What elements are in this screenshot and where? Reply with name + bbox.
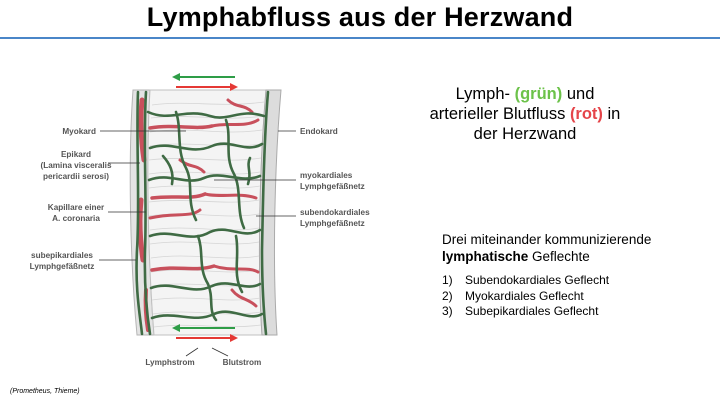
caption-blood: arterieller Blutfluss xyxy=(429,105,570,123)
list-item-label: Subepikardiales Geflecht xyxy=(465,304,599,318)
list-item-number: 3) xyxy=(442,304,453,318)
caption-herzwand: der Herzwand xyxy=(473,125,577,143)
top-flow-arrows xyxy=(172,73,238,91)
list-item: 3) Subepikardiales Geflecht xyxy=(442,304,712,320)
heart-wall-diagram: Myokard Epikard (Lamina visceralis peric… xyxy=(30,73,370,367)
bottom-flow-arrows xyxy=(172,324,238,342)
label-subepikardiales-1: subepikardiales xyxy=(31,251,93,260)
title-divider xyxy=(0,37,720,39)
caption-in: in xyxy=(602,105,621,123)
slide-title: Lymphabfluss aus der Herzwand xyxy=(146,2,574,32)
list-item-label: Subendokardiales Geflecht xyxy=(465,273,610,287)
caption-and: und xyxy=(562,85,595,103)
source-credit: (Prometheus, Thieme) xyxy=(10,388,80,395)
leader-lines xyxy=(99,130,296,357)
label-epikard-detail-1: (Lamina visceralis xyxy=(41,161,112,170)
plexus-heading-bold: lymphatische xyxy=(442,249,529,264)
label-subendokardiales-2: Lymphgefäßnetz xyxy=(300,219,365,228)
plexus-heading: Drei miteinander kommunizierende lymphat… xyxy=(442,231,712,265)
list-item-label: Myokardiales Geflecht xyxy=(465,288,584,303)
label-kapillare-1: Kapillare einer xyxy=(48,203,105,212)
plexus-list: 1) Subendokardiales Geflecht 2) Myokardial… xyxy=(442,273,712,320)
myocard-striations xyxy=(148,101,265,328)
label-subepikardiales-2: Lymphgefäßnetz xyxy=(30,262,95,271)
label-subendokardiales-1: subendokardiales xyxy=(300,208,370,217)
label-lymphstrom: Lymphstrom xyxy=(145,358,194,367)
list-item-number: 2) xyxy=(442,288,453,303)
label-myokardiales-2: Lymphgefäßnetz xyxy=(300,182,365,191)
label-endokard: Endokard xyxy=(300,127,338,136)
label-blutstrom: Blutstrom xyxy=(223,358,262,367)
flow-caption: Lymph- (grün) und arterieller Blutfluss … xyxy=(405,84,645,144)
caption-lymph: Lymph- xyxy=(455,85,515,103)
list-item-number: 1) xyxy=(442,273,453,287)
label-myokardiales-1: myokardiales xyxy=(300,171,353,180)
plexus-heading-rest: Geflechte xyxy=(528,249,590,264)
plexus-heading-line1: Drei miteinander kommunizierende xyxy=(442,232,652,247)
label-kapillare-2: A. coronaria xyxy=(52,214,100,223)
blood-vessels xyxy=(137,97,260,332)
list-item: 2) Myokardiales Geflecht xyxy=(442,289,712,305)
list-item: 1) Subendokardiales Geflecht xyxy=(442,273,712,289)
lymph-vessels xyxy=(135,90,270,336)
caption-green-tag: (grün) xyxy=(514,85,563,103)
label-epikard: Epikard xyxy=(61,150,91,159)
label-epikard-detail-2: pericardii serosi) xyxy=(43,172,109,181)
label-myokard: Myokard xyxy=(62,127,96,136)
plexus-block: Drei miteinander kommunizierende lymphat… xyxy=(442,231,712,320)
caption-red-tag: (rot) xyxy=(569,105,603,123)
